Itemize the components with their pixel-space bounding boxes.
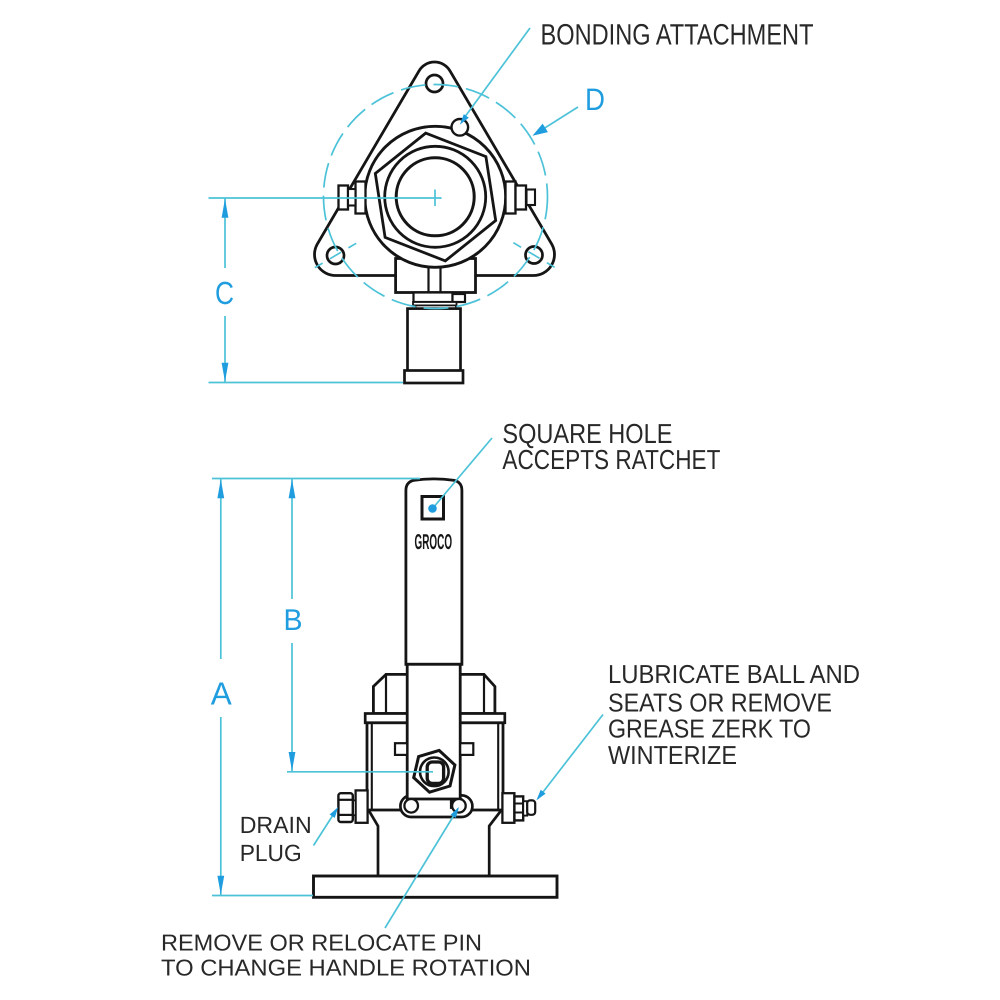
svg-text:GREASE ZERK TO: GREASE ZERK TO bbox=[608, 714, 811, 744]
svg-text:C: C bbox=[215, 275, 234, 311]
svg-text:SQUARE HOLE: SQUARE HOLE bbox=[502, 418, 672, 449]
svg-text:TO CHANGE HANDLE ROTATION: TO CHANGE HANDLE ROTATION bbox=[161, 955, 531, 981]
svg-text:B: B bbox=[284, 604, 303, 637]
svg-text:LUBRICATE BALL AND: LUBRICATE BALL AND bbox=[608, 659, 860, 689]
svg-text:A: A bbox=[211, 676, 233, 712]
svg-text:WINTERIZE: WINTERIZE bbox=[608, 740, 737, 770]
svg-text:REMOVE OR RELOCATE PIN: REMOVE OR RELOCATE PIN bbox=[161, 930, 482, 956]
svg-text:D: D bbox=[585, 82, 605, 117]
svg-text:BONDING ATTACHMENT: BONDING ATTACHMENT bbox=[541, 19, 814, 52]
svg-text:PLUG: PLUG bbox=[240, 840, 302, 866]
svg-text:SEATS OR REMOVE: SEATS OR REMOVE bbox=[608, 688, 832, 718]
svg-text:ACCEPTS RATCHET: ACCEPTS RATCHET bbox=[502, 444, 720, 475]
svg-text:GROCO: GROCO bbox=[415, 530, 453, 554]
svg-text:DRAIN: DRAIN bbox=[240, 812, 312, 838]
